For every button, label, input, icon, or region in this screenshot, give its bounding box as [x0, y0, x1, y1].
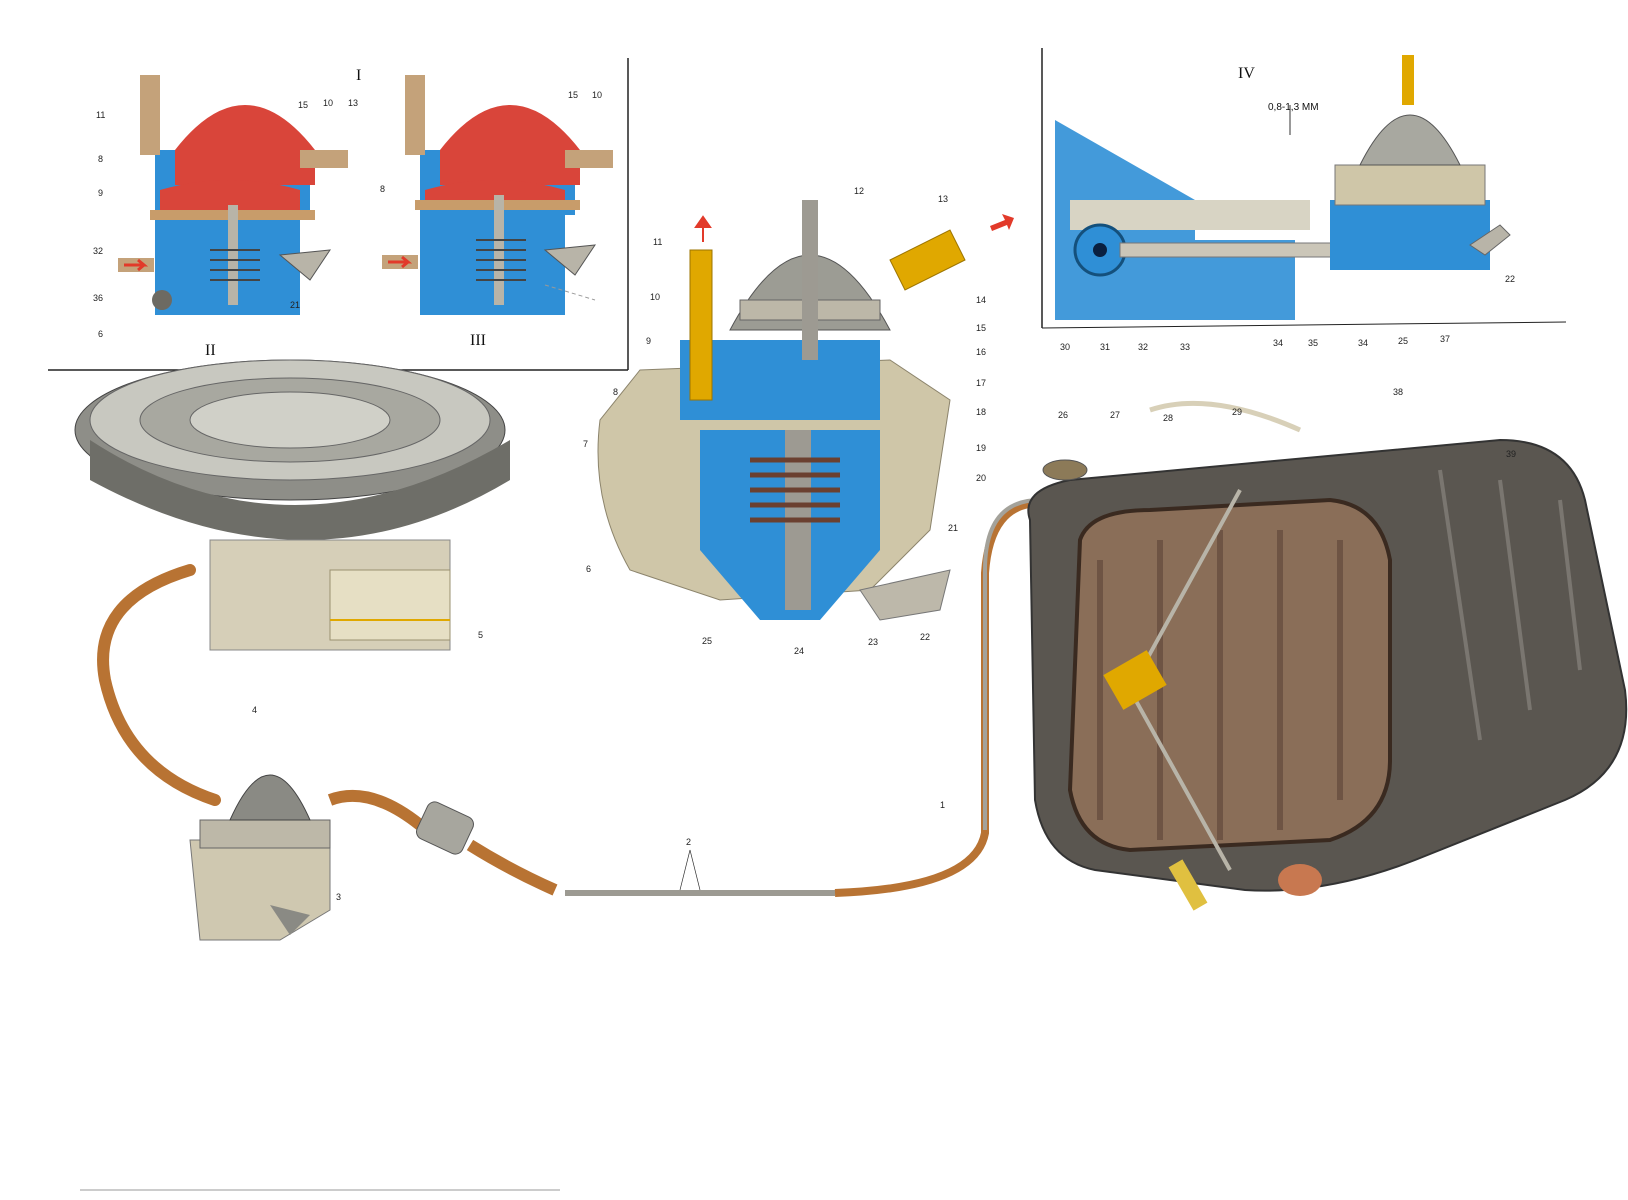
fuel-pump-cutaway: 11 12 13 10 9 8 7 6 14 15 16 17 18 19 20… [583, 186, 1014, 656]
inset-pump-operation: I II III 11 8 9 32 36 6 15 10 13 21 15 1… [48, 58, 629, 371]
view-label-iv: IV [1238, 65, 1255, 82]
fuel-hose-filter [327, 789, 424, 830]
callout-iv-30: 30 [1060, 342, 1070, 352]
callout-m-13: 13 [938, 194, 948, 204]
callout-p-2: 2 [686, 837, 691, 847]
callout-iii-8: 8 [380, 184, 385, 194]
callout-m-24: 24 [794, 646, 804, 656]
callout-i-9: 9 [98, 188, 103, 198]
callout-iv-37: 37 [1440, 334, 1450, 344]
callout-iv-22: 22 [1505, 274, 1515, 284]
view-label-iii: III [470, 332, 486, 349]
callout-i-21: 21 [290, 300, 300, 310]
callout-iii-15: 15 [568, 90, 578, 100]
callout-i-36: 36 [93, 293, 103, 303]
callout-m-25: 25 [702, 636, 712, 646]
callout-iv-35: 35 [1308, 338, 1318, 348]
air-cleaner-carburetor: 5 [74, 359, 510, 651]
fuel-pump-assembly: 3 [189, 774, 341, 941]
callout-m-23: 23 [868, 637, 878, 647]
callout-t-38: 38 [1393, 387, 1403, 397]
callout-p-5: 5 [478, 630, 483, 640]
callout-i-13: 13 [348, 98, 358, 108]
fuel-hose-4 [97, 564, 221, 806]
callout-i-8: 8 [98, 154, 103, 164]
callout-m-10: 10 [650, 292, 660, 302]
callout-m-11: 11 [653, 237, 662, 247]
view-label-ii: II [205, 342, 216, 359]
callout-m-19: 19 [976, 443, 986, 453]
callout-iv-33: 33 [1180, 342, 1190, 352]
arrow-right-icon [388, 255, 413, 269]
callout-iv-34a: 34 [1273, 338, 1283, 348]
fuel-line-1 [834, 499, 1041, 897]
callout-m-9: 9 [646, 336, 651, 346]
arrow-right-icon [124, 258, 149, 272]
arrow-right-icon [990, 214, 1014, 231]
callout-m-17: 17 [976, 378, 986, 388]
callout-m-15: 15 [976, 323, 986, 333]
callout-iii-10: 10 [592, 90, 602, 100]
callout-t-27: 27 [1110, 410, 1120, 420]
callout-m-16: 16 [976, 347, 986, 357]
callout-t-1: 1 [940, 800, 945, 810]
callout-m-22: 22 [920, 632, 930, 642]
callout-p-4: 4 [252, 705, 257, 715]
view-label-i: I [356, 67, 361, 84]
callout-i-32: 32 [93, 246, 103, 256]
callout-m-7: 7 [583, 439, 588, 449]
callout-m-12: 12 [854, 186, 864, 196]
inset-pump-lever-clearance: IV 0,8-1,3 MM 30 31 32 33 34 35 34 25 37… [1041, 48, 1567, 352]
callout-i-6: 6 [98, 329, 103, 339]
callout-t-26: 26 [1058, 410, 1068, 420]
callout-m-20: 20 [976, 473, 986, 483]
pump-section-i-ii [118, 75, 348, 315]
fuel-tank: 26 27 28 29 38 39 [1027, 387, 1628, 911]
callout-m-21: 21 [948, 523, 958, 533]
callout-m-18: 18 [976, 407, 986, 417]
arrow-up-icon [694, 215, 712, 242]
fuel-lines: 2 4 1 [97, 498, 1041, 897]
callout-t-29: 29 [1232, 407, 1242, 417]
callout-iv-34b: 34 [1358, 338, 1368, 348]
callout-i-15: 15 [298, 100, 308, 110]
callout-iv-31: 31 [1100, 342, 1110, 352]
clearance-dimension: 0,8-1,3 MM [1268, 102, 1319, 113]
callout-p-3: 3 [336, 892, 341, 902]
callout-m-8: 8 [613, 387, 618, 397]
callout-t-28: 28 [1163, 413, 1173, 423]
callout-m-6: 6 [586, 564, 591, 574]
callout-i-10: 10 [323, 98, 333, 108]
pump-section-iii [382, 75, 613, 315]
callout-m-14: 14 [976, 295, 986, 305]
callout-t-39: 39 [1506, 449, 1516, 459]
callout-iv-32: 32 [1138, 342, 1148, 352]
callout-i-11: 11 [96, 110, 105, 120]
callout-iv-25: 25 [1398, 336, 1408, 346]
